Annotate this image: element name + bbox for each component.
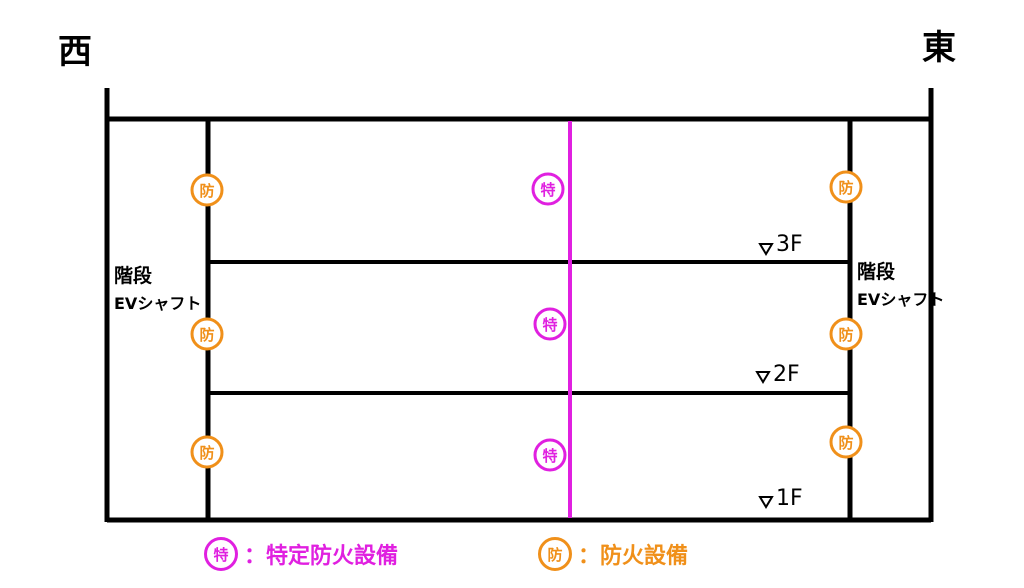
shaft-label-east-line2: EVシャフト xyxy=(857,290,945,309)
svg-text:特: 特 xyxy=(540,181,555,199)
shaft-label-west-line2: EVシャフト xyxy=(114,294,202,313)
svg-text:特: 特 xyxy=(542,316,557,334)
east-label: 東 xyxy=(922,28,956,68)
svg-text:防: 防 xyxy=(199,326,214,344)
svg-text:防: 防 xyxy=(838,179,853,197)
fire-equipment-west-1f: 防 xyxy=(190,435,224,469)
floor-marker-1f-icon xyxy=(758,496,774,509)
fire-equipment-east-3f: 防 xyxy=(829,170,863,204)
legend-specific-fire-equipment: 特 ：特定防火設備 xyxy=(204,537,398,571)
shaft-label-east: 階段 EVシャフト xyxy=(857,258,944,314)
svg-text:防: 防 xyxy=(199,444,214,462)
fire-equipment-west-3f: 防 xyxy=(190,173,224,207)
legend-fire-text: ：防火設備 xyxy=(578,544,689,569)
fire-equipment-east-2f: 防 xyxy=(829,317,863,351)
legend-fire-equipment: 防 ：防火設備 xyxy=(538,537,688,571)
shaft-label-west: 階段 EVシャフト xyxy=(114,262,201,318)
floor-label-3f: 3F xyxy=(776,232,803,257)
specific-fire-equipment-1f: 特 xyxy=(533,438,567,472)
floor-label-2f: 2F xyxy=(773,362,800,387)
svg-text:特: 特 xyxy=(542,447,557,465)
shaft-label-west-line1: 階段 xyxy=(114,265,153,287)
specific-fire-equipment-2f: 特 xyxy=(533,307,567,341)
svg-text:防: 防 xyxy=(838,326,853,344)
floor-label-1f: 1F xyxy=(776,486,803,511)
fire-equipment-east-1f: 防 xyxy=(829,425,863,459)
fire-mark-icon: 防 xyxy=(538,537,572,571)
legend-specific-fire-text: ：特定防火設備 xyxy=(244,544,399,569)
svg-text:防: 防 xyxy=(199,182,214,200)
specific-fire-equipment-3f: 特 xyxy=(531,172,565,206)
specific-fire-mark-icon: 特 xyxy=(204,537,238,571)
west-label: 西 xyxy=(58,32,92,72)
floor-marker-2f-icon xyxy=(755,371,771,384)
floor-label-2f-text: 2F xyxy=(773,362,800,387)
floor-label-1f-text: 1F xyxy=(776,486,803,511)
floor-marker-3f-icon xyxy=(758,243,774,256)
fire-equipment-west-2f: 防 xyxy=(190,317,224,351)
svg-text:防: 防 xyxy=(838,434,853,452)
shaft-label-east-line1: 階段 xyxy=(857,261,896,283)
floor-label-3f-text: 3F xyxy=(776,232,803,257)
